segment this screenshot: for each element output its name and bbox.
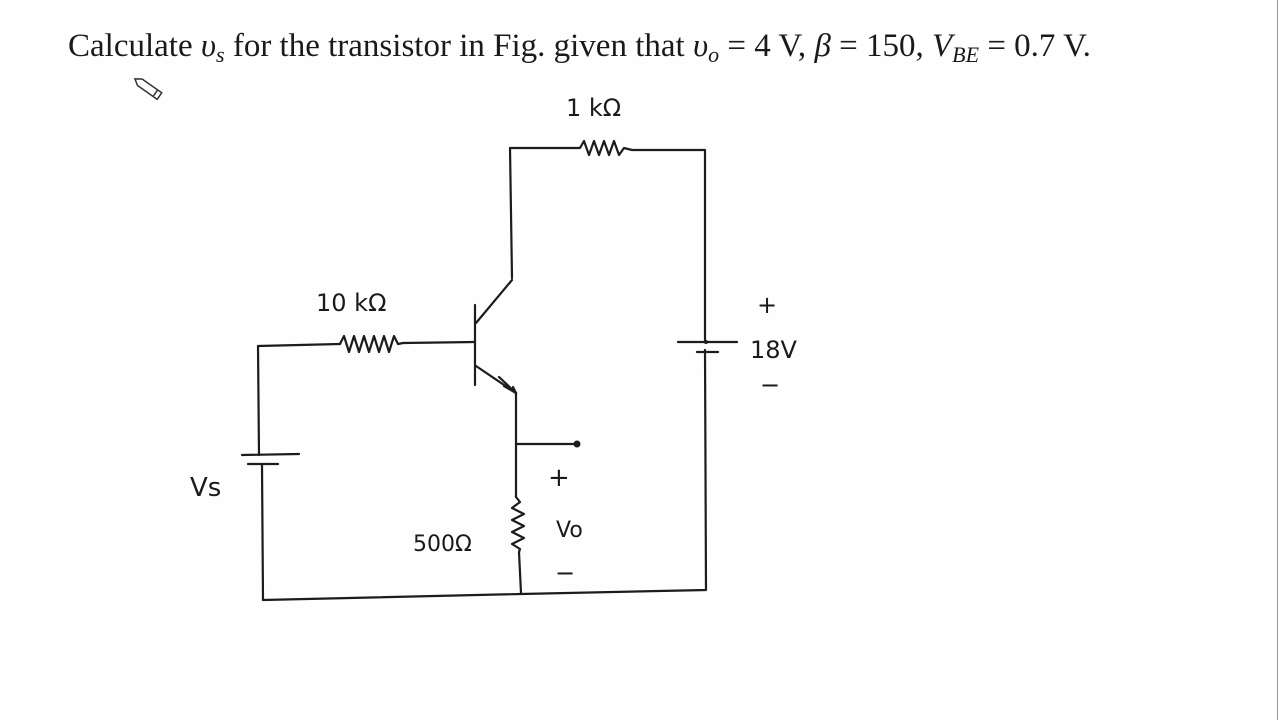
base-wire (256, 340, 477, 457)
collector-wire (508, 146, 707, 342)
question-prefix: Calculate (68, 28, 201, 64)
emitter-arrow-icon (497, 375, 518, 395)
supply-minus-sign: − (760, 371, 780, 399)
vs-battery (240, 452, 301, 602)
vbe-value: = 0.7 V. (979, 28, 1091, 64)
output-terminal (573, 440, 581, 448)
collector-resistor (574, 139, 634, 157)
page-edge-border (1277, 0, 1278, 720)
var-vs: υ (200, 28, 217, 64)
collector-resistor-label: 1 kΩ (566, 94, 621, 122)
ground-wire (261, 348, 708, 602)
base-resistor (338, 334, 405, 354)
emitter-resistor-label: 500Ω (413, 532, 472, 557)
supply-battery (676, 340, 739, 354)
vbe-var: V (932, 28, 953, 64)
beta-symbol: β (814, 28, 831, 64)
supply-voltage-label: 18V (750, 336, 798, 364)
var-vo-subscript: o (708, 42, 720, 67)
output-voltage-label: Vo (556, 518, 583, 543)
question-middle: for the transistor in Fig. given that (224, 28, 693, 64)
beta-value: = 150, (830, 28, 932, 64)
question-text: Calculate υs for the transistor in Fig. … (68, 24, 1091, 68)
output-plus-sign: + (548, 463, 570, 493)
emitter-wire (514, 391, 581, 595)
supply-plus-sign: + (757, 291, 777, 319)
vbe-subscript: BE (952, 42, 980, 67)
var-vo: υ (692, 28, 709, 64)
var-vs-subscript: s (216, 42, 225, 67)
base-resistor-label: 10 kΩ (316, 289, 386, 317)
vo-value: = 4 V, (719, 28, 815, 64)
emitter-resistor (510, 495, 526, 554)
pencil-icon (133, 78, 163, 101)
output-minus-sign: − (555, 559, 575, 587)
npn-transistor (473, 278, 518, 395)
source-label: Vs (190, 473, 221, 503)
